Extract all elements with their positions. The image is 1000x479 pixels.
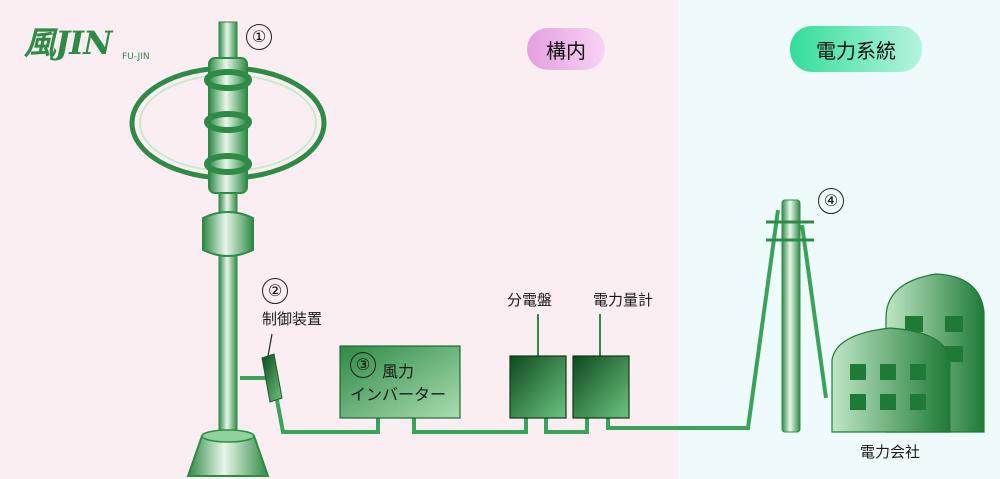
inverter-label-line2: インバーター bbox=[350, 385, 447, 404]
wind-turbine bbox=[129, 21, 327, 477]
power-company-buildings bbox=[831, 273, 985, 433]
marker-2-controller: ② bbox=[262, 278, 288, 304]
utility-pole bbox=[766, 199, 814, 433]
power-meter-label: 電力量計 bbox=[593, 291, 654, 309]
premises-zone-label: 構内 bbox=[527, 28, 605, 70]
marker-4-utility-pole: ④ bbox=[818, 188, 844, 214]
grid-zone-label: 電力系統 bbox=[790, 26, 922, 72]
power-meter-box bbox=[572, 355, 630, 419]
controller-device bbox=[261, 333, 283, 403]
distribution-board-label: 分電盤 bbox=[507, 291, 553, 309]
inverter-label-line1: 風力 bbox=[382, 362, 415, 381]
marker-1-turbine: ① bbox=[246, 24, 272, 50]
distribution-board-box bbox=[509, 355, 567, 419]
fujin-logo-subtitle: FU-JIN bbox=[122, 52, 150, 62]
marker-3-inverter: ③ bbox=[350, 352, 376, 378]
fujin-logo: 風JIN bbox=[24, 24, 112, 62]
power-company-label: 電力会社 bbox=[860, 443, 921, 461]
power-wiring bbox=[240, 209, 828, 434]
controller-label: 制御装置 bbox=[262, 310, 323, 328]
